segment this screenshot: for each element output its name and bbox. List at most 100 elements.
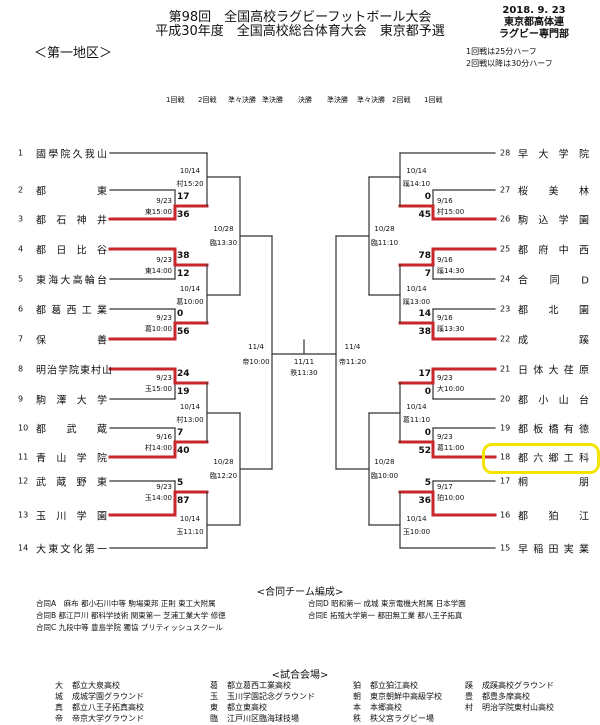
venue-name: 都立八王子拓真高校 bbox=[72, 703, 144, 712]
team-name: 都狛江 bbox=[518, 511, 590, 523]
venue-code: 狛 bbox=[353, 681, 361, 690]
match-venue-time: 玉10:00 bbox=[402, 528, 431, 536]
match-date: 10/14 bbox=[406, 515, 427, 523]
match-date: 10/14 bbox=[179, 285, 201, 293]
team-name: 駒澤大学 bbox=[36, 395, 108, 407]
team-seed-number: 26 bbox=[500, 214, 511, 224]
venue-code: 玉 bbox=[210, 692, 218, 701]
score-bottom: 7 bbox=[424, 269, 431, 279]
venue-code: 東 bbox=[210, 703, 218, 712]
team-seed-number: 24 bbox=[500, 274, 511, 284]
match-date: 9/23 bbox=[437, 374, 453, 382]
score-top: 0 bbox=[424, 428, 431, 438]
score-bottom: 45 bbox=[418, 210, 431, 220]
bracket-lines bbox=[108, 152, 497, 549]
team-seed-number: 20 bbox=[500, 394, 511, 404]
tournament-title: 第98回 全国高校ラグビーフットボール大会 bbox=[168, 10, 432, 25]
team-name: 早稲田実業 bbox=[518, 544, 590, 556]
joint-team-entry: 合同C 九段中等 豊島学院 獨協 ブリティッシュスクール bbox=[36, 623, 223, 632]
match-venue-time: 狛10:00 bbox=[437, 494, 465, 502]
venue-name: 都立葛西工業高校 bbox=[227, 681, 291, 690]
team-seed-number: 23 bbox=[500, 304, 511, 314]
match-venue-time: 臨12:20 bbox=[209, 472, 238, 480]
joint-teams-list: 合同A 麻布 都小石川中等 駒場東邦 正則 東工大附属合同B 都江戸川 都科学技… bbox=[36, 598, 568, 634]
score-bottom: 38 bbox=[418, 327, 431, 337]
match-date: 9/23 bbox=[156, 483, 172, 491]
match-venue-time: 蹊14:10 bbox=[402, 180, 431, 188]
joint-team-entry: 合同E 拓殖大学第一 都田無工業 都八王子拓真 bbox=[308, 611, 463, 620]
score-top: 0 bbox=[177, 309, 184, 319]
team-seed-number: 11 bbox=[18, 452, 29, 462]
venue-name: 帝京大学グラウンド bbox=[72, 714, 144, 723]
venue-name: 東京朝鮮中高級学校 bbox=[370, 692, 442, 701]
match-venue-time: 玉15:00 bbox=[144, 385, 172, 393]
team-seed-number: 28 bbox=[500, 148, 511, 158]
venue-entry: 城成城学園グラウンド bbox=[55, 691, 210, 702]
team-name: 合同D bbox=[518, 275, 590, 287]
score-top: 38 bbox=[177, 251, 190, 261]
print-date: 2018. 9. 23 bbox=[502, 5, 566, 16]
match-venue-time: 村14:00 bbox=[144, 444, 172, 452]
score-top: 24 bbox=[177, 369, 190, 379]
team-name: 都板橋有徳 bbox=[518, 424, 590, 436]
team-name: 桜美林 bbox=[518, 186, 590, 198]
score-bottom: 87 bbox=[177, 496, 190, 506]
venue-code: 帝 bbox=[55, 714, 63, 723]
match-date: 11/4 bbox=[248, 343, 264, 351]
match-venue-time: 東15:00 bbox=[144, 208, 172, 216]
score-top: 5 bbox=[177, 478, 184, 488]
team-name: 日体大荏原 bbox=[518, 365, 590, 377]
joint-team-entry: 合同B 都江戸川 都科学技術 関東第一 芝浦工業大学 修徳 bbox=[36, 611, 226, 620]
team-seed-number: 6 bbox=[18, 304, 24, 314]
score-bottom: 19 bbox=[177, 387, 190, 397]
match-venue-time: 蹊13:30 bbox=[437, 325, 465, 333]
score-top: 14 bbox=[418, 309, 431, 319]
venue-entry: 村明治学院東村山高校 bbox=[465, 702, 590, 713]
match-venue-time: 村15:00 bbox=[437, 208, 465, 216]
score-bottom: 40 bbox=[177, 446, 190, 456]
score-top: 17 bbox=[177, 192, 190, 202]
match-venue-time: 蹊14:30 bbox=[437, 267, 465, 275]
match-date: 11/4 bbox=[344, 343, 361, 351]
team-name: 玉川学園 bbox=[36, 511, 108, 523]
team-seed-number: 27 bbox=[500, 185, 511, 195]
team-seed-number: 14 bbox=[18, 543, 29, 553]
venue-code: 城 bbox=[55, 692, 63, 701]
venue-entry: 大都立大泉高校 bbox=[55, 680, 210, 691]
venue-name: 都立大泉高校 bbox=[72, 681, 120, 690]
match-venue-time: 帝11:20 bbox=[338, 358, 367, 366]
match-date: 9/17 bbox=[437, 483, 453, 491]
team-seed-number: 5 bbox=[18, 274, 24, 284]
venue-code: 村 bbox=[465, 703, 473, 712]
match-venue-time: 葛11:00 bbox=[437, 444, 465, 452]
venue-code: 豊 bbox=[465, 692, 473, 701]
team-name-highlighted: 都六郷工科 bbox=[518, 453, 590, 465]
match-date: 10/28 bbox=[213, 458, 234, 466]
venue-name: 明治学院東村山高校 bbox=[482, 703, 554, 712]
score-bottom: 36 bbox=[177, 210, 190, 220]
team-name: 都葛西工業 bbox=[36, 305, 108, 317]
score-bottom: 0 bbox=[424, 387, 431, 397]
team-seed-number: 25 bbox=[500, 244, 511, 254]
match-venue-time: 葛10:00 bbox=[144, 325, 172, 333]
round-header: 1回戦 bbox=[424, 96, 443, 104]
match-date: 10/14 bbox=[179, 515, 201, 523]
team-seed-number: 19 bbox=[500, 423, 511, 433]
team-name: 都日比谷 bbox=[36, 245, 108, 257]
venue-entry: 狛都立狛江高校 bbox=[353, 680, 465, 691]
venues-list: 大都立大泉高校城成城学園グラウンド真都立八王子拓真高校帝帝京大学グラウンド葛都立… bbox=[55, 680, 590, 724]
joint-team-entry: 合同A 麻布 都小石川中等 駒場東邦 正則 東工大附属 bbox=[36, 599, 216, 608]
round-header: 準々決勝 bbox=[228, 96, 256, 104]
match-date: 10/14 bbox=[179, 403, 201, 411]
score-bottom: 56 bbox=[177, 327, 190, 337]
district-heading: ＜第一地区＞ bbox=[34, 46, 113, 61]
venue-code: 大 bbox=[55, 681, 63, 690]
score-top: 78 bbox=[418, 251, 431, 261]
match-venue-time: 大10:00 bbox=[437, 385, 465, 393]
score-top: 17 bbox=[418, 369, 431, 379]
team-seed-number: 9 bbox=[18, 394, 24, 404]
team-seed-number: 8 bbox=[18, 364, 24, 374]
team-name: 青山学院 bbox=[36, 453, 108, 465]
venue-code: 葛 bbox=[210, 681, 218, 690]
venue-entry: 朝東京朝鮮中高級学校 bbox=[353, 691, 465, 702]
